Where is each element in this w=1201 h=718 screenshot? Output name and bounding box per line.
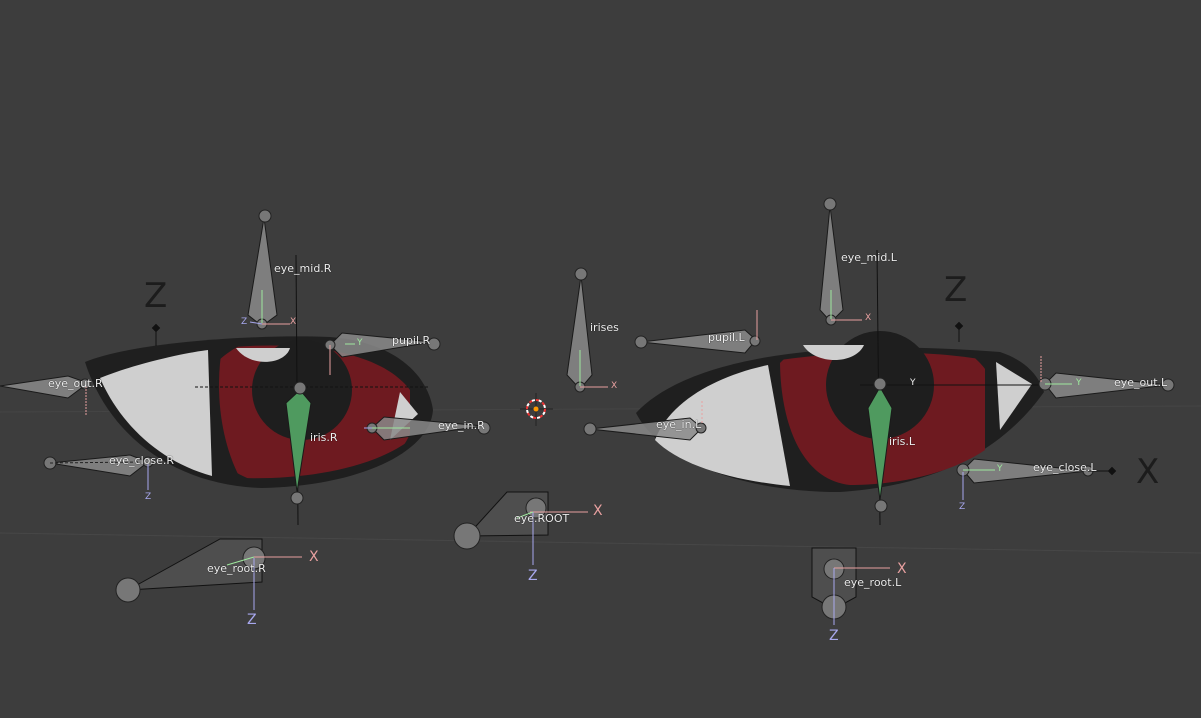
bone-label: iris.L xyxy=(889,435,915,448)
axis-x-label: X xyxy=(290,317,297,327)
bone-label: eye_close.L xyxy=(1033,461,1097,474)
axis-y-label: Y xyxy=(997,464,1003,474)
axis-x-label: X xyxy=(309,549,319,565)
bone-eye-close-l[interactable] xyxy=(956,458,1117,500)
axis-z-label: Z xyxy=(959,502,966,512)
3d-cursor[interactable] xyxy=(520,393,553,426)
empty-diamond-icon[interactable] xyxy=(954,321,964,331)
bone-label: pupil.R xyxy=(392,334,431,347)
eye-mesh-left[interactable] xyxy=(636,249,1044,526)
empty-diamond-icon[interactable] xyxy=(151,323,161,333)
bone-label: eye_in.R xyxy=(438,419,485,432)
axis-x-label: X xyxy=(593,503,603,519)
bone-label: eye.ROOT xyxy=(514,512,570,525)
bone-label: eye_out.R xyxy=(48,377,103,390)
bone-label: irises xyxy=(590,321,619,334)
axis-x-label: X xyxy=(611,381,618,391)
bone-label: eye_mid.L xyxy=(841,251,897,264)
bone-eye-in-l[interactable] xyxy=(583,400,707,441)
bone-eye-in-r[interactable] xyxy=(364,416,491,441)
axis-y-label: Y xyxy=(357,338,363,348)
bone-eye-mid-r[interactable] xyxy=(247,209,290,330)
bone-label: iris.R xyxy=(310,431,338,444)
bone-eye-out-r[interactable] xyxy=(0,375,91,415)
bone-eye-out-l[interactable] xyxy=(1038,355,1175,399)
axis-x-label: X xyxy=(897,561,907,577)
axis-z-label: Z xyxy=(241,317,248,327)
axis-y-label: Y xyxy=(1076,378,1082,388)
axis-z-label: Z xyxy=(829,628,839,644)
bone-label: eye_close.R xyxy=(109,454,175,467)
bone-pupil-r[interactable] xyxy=(324,332,441,375)
axis-z-label: Z xyxy=(528,568,538,584)
axis-z-label: Z xyxy=(247,612,257,628)
bone-label: eye_mid.R xyxy=(274,262,332,275)
bone-eye-mid-l[interactable] xyxy=(819,197,862,326)
bone-label: pupil.L xyxy=(708,331,745,344)
bone-eye-root-l[interactable] xyxy=(811,547,890,625)
empty-z-axis-label: Z xyxy=(944,270,968,310)
bone-eye-root-r[interactable] xyxy=(115,538,302,610)
bone-pupil-l[interactable] xyxy=(634,310,761,354)
axis-y-label: Y xyxy=(910,378,916,388)
bone-iris-l[interactable] xyxy=(867,377,893,513)
bone-label: eye_root.L xyxy=(844,576,902,589)
bone-label: eye_root.R xyxy=(207,562,266,575)
bone-label: eye_in.L xyxy=(656,418,702,431)
bone-eye-close-r[interactable] xyxy=(43,454,154,490)
empty-x-axis-label: X xyxy=(1136,452,1160,492)
bone-iris-r[interactable] xyxy=(285,381,312,505)
bone-label: eye_out.L xyxy=(1114,376,1168,389)
bone-eye-root[interactable] xyxy=(453,491,588,565)
grid-line xyxy=(0,532,1201,554)
axis-x-label: X xyxy=(865,313,872,323)
axis-z-label: Z xyxy=(145,492,152,502)
bone-irises[interactable] xyxy=(566,267,608,393)
empty-z-axis-label: Z xyxy=(144,276,168,316)
